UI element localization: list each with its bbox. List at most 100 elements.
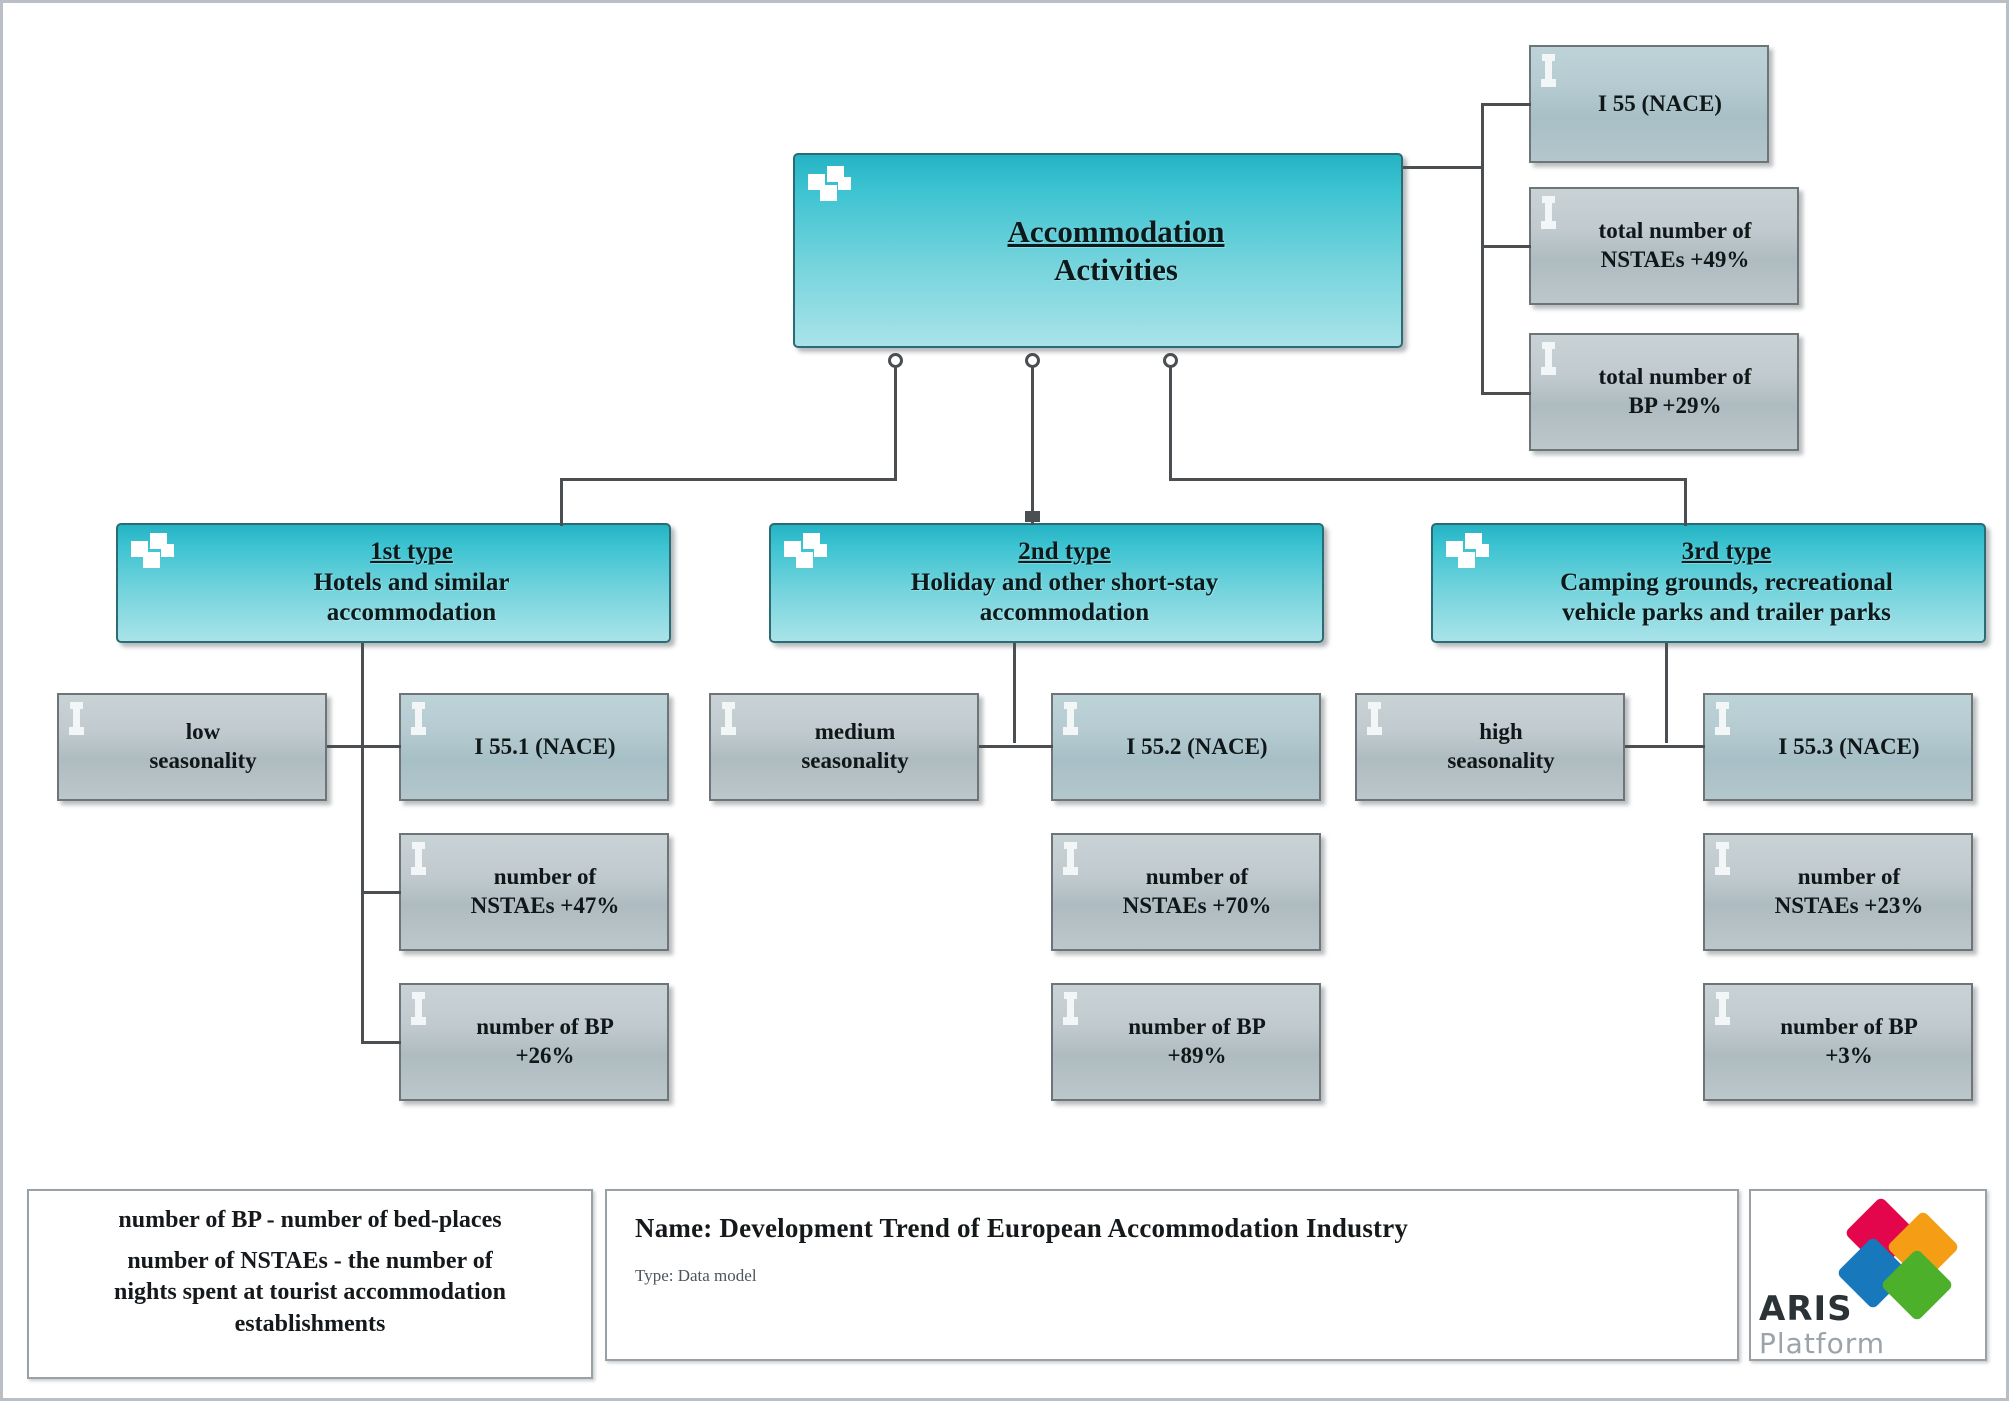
- connector-to-nstaes: [1481, 245, 1531, 248]
- connector-type2-to-nace: [979, 745, 1053, 748]
- attribute-icon: [719, 702, 739, 736]
- puzzle-icon: [130, 532, 176, 576]
- attribute-label-line2: NSTAEs +47%: [470, 893, 620, 918]
- attribute-i55-1-nace[interactable]: I 55.1 (NACE): [399, 693, 669, 801]
- aris-wordmark: ARIS: [1759, 1289, 1853, 1329]
- connector-root-to-type2-v: [1031, 365, 1034, 525]
- attribute-label: I 55.2 (NACE): [1126, 733, 1268, 759]
- attribute-label-line2: seasonality: [1447, 748, 1555, 773]
- node-1st-type[interactable]: 1st type Hotels and similar accommodatio…: [116, 523, 671, 643]
- attribute-type2-nstaes[interactable]: number of NSTAEs +70%: [1051, 833, 1321, 951]
- attribute-label: I 55.3 (NACE): [1778, 733, 1920, 759]
- attribute-icon: [1061, 702, 1081, 736]
- node-subtitle-line1: Hotels and similar: [313, 568, 510, 596]
- aris-logo-text: ARIS Platform: [1759, 1289, 1885, 1360]
- puzzle-icon: [783, 532, 829, 576]
- connector-root-to-type3-h: [1169, 478, 1686, 481]
- node-subtitle-line1: Holiday and other short-stay: [910, 568, 1219, 596]
- connector-root-right-bus: [1481, 105, 1484, 395]
- connector-type3-drop: [1684, 478, 1687, 526]
- attribute-label: I 55 (NACE): [1598, 90, 1722, 116]
- attribute-icon: [1713, 842, 1733, 876]
- legend-box: number of BP - number of bed-places numb…: [27, 1189, 593, 1379]
- attribute-icon: [409, 702, 429, 736]
- attribute-type1-nstaes[interactable]: number of NSTAEs +47%: [399, 833, 669, 951]
- connector-type1-to-nstaes: [361, 891, 401, 894]
- aris-logo-icon: [1825, 1196, 1975, 1322]
- connector-type3-bus: [1665, 643, 1668, 743]
- node-3rd-type[interactable]: 3rd type Camping grounds, recreational v…: [1431, 523, 1986, 643]
- connector-type3-to-nace: [1625, 745, 1705, 748]
- attribute-medium-seasonality[interactable]: medium seasonality: [709, 693, 979, 801]
- attribute-i55-nace[interactable]: I 55 (NACE): [1529, 45, 1769, 163]
- model-name: Name: Development Trend of European Acco…: [635, 1213, 1409, 1243]
- legend-line-nstaes-c: establishments: [234, 1310, 386, 1337]
- attribute-total-nstaes[interactable]: total number of NSTAEs +49%: [1529, 187, 1799, 305]
- attribute-high-seasonality[interactable]: high seasonality: [1355, 693, 1625, 801]
- attribute-icon: [1061, 842, 1081, 876]
- node-title: 3rd type: [1681, 538, 1772, 566]
- attribute-label-line1: number of BP: [1780, 1014, 1918, 1040]
- node-subtitle: Activities: [1054, 251, 1178, 287]
- attribute-i55-2-nace[interactable]: I 55.2 (NACE): [1051, 693, 1321, 801]
- attribute-label-line2: seasonality: [801, 748, 909, 773]
- model-type: Type: Data model: [635, 1266, 757, 1285]
- attribute-label-line2: +89%: [1167, 1043, 1227, 1068]
- attribute-icon: [1713, 992, 1733, 1026]
- attribute-label-line1: number of BP: [1128, 1014, 1266, 1040]
- attribute-type1-bp[interactable]: number of BP +26%: [399, 983, 669, 1101]
- attribute-label-line1: number of: [493, 864, 597, 890]
- attribute-label-line1: number of BP: [476, 1014, 614, 1040]
- attribute-low-seasonality[interactable]: low seasonality: [57, 693, 327, 801]
- attribute-label-line2: NSTAEs +70%: [1122, 893, 1272, 918]
- attribute-label-line2: NSTAEs +49%: [1600, 247, 1750, 272]
- connector-root-to-type3-v: [1169, 365, 1172, 480]
- legend-line-bp: number of BP - number of bed-places: [118, 1207, 502, 1233]
- attribute-type3-nstaes[interactable]: number of NSTAEs +23%: [1703, 833, 1973, 951]
- attribute-icon: [409, 842, 429, 876]
- attribute-label-line1: number of: [1145, 864, 1249, 890]
- node-title: Accommodation: [1007, 213, 1225, 249]
- connector-type1-drop: [560, 478, 563, 526]
- legend-line-nstaes-b: nights spent at tourist accommodation: [113, 1279, 506, 1306]
- attribute-icon: [409, 992, 429, 1026]
- attribute-label-line2: BP +29%: [1628, 393, 1722, 418]
- legend-line-nstaes-a: number of NSTAEs - the number of: [127, 1248, 493, 1275]
- node-accommodation-activities[interactable]: Accommodation Activities: [793, 153, 1403, 348]
- attribute-type2-bp[interactable]: number of BP +89%: [1051, 983, 1321, 1101]
- attribute-i55-3-nace[interactable]: I 55.3 (NACE): [1703, 693, 1973, 801]
- connector-type1-bus: [361, 643, 364, 1043]
- attribute-icon: [1539, 196, 1559, 230]
- attribute-icon: [67, 702, 87, 736]
- node-subtitle-line2: accommodation: [326, 599, 497, 627]
- attribute-icon: [1713, 702, 1733, 736]
- attribute-label-line1: total number of: [1598, 218, 1752, 244]
- attribute-label-line1: total number of: [1598, 364, 1752, 390]
- platform-wordmark: Platform: [1759, 1327, 1886, 1360]
- node-title: 2nd type: [1018, 538, 1111, 566]
- connector-to-i55: [1481, 103, 1531, 106]
- attribute-type3-bp[interactable]: number of BP +3%: [1703, 983, 1973, 1101]
- connector-type1-to-bp: [361, 1041, 401, 1044]
- node-title: 1st type: [370, 538, 453, 566]
- attribute-icon: [1061, 992, 1081, 1026]
- footer-panel: number of BP - number of bed-places numb…: [27, 1189, 1987, 1379]
- node-2nd-type[interactable]: 2nd type Holiday and other short-stay ac…: [769, 523, 1324, 643]
- connector-type2-bus: [1013, 643, 1016, 743]
- node-subtitle-line2: accommodation: [979, 599, 1150, 627]
- connector-root-to-type1-v: [894, 365, 897, 480]
- connector-root-right-stem: [1403, 166, 1483, 169]
- attribute-label-line2: NSTAEs +23%: [1774, 893, 1924, 918]
- attribute-label-line1: medium: [814, 719, 896, 745]
- attribute-label-line2: +26%: [515, 1043, 575, 1068]
- puzzle-icon: [807, 165, 853, 209]
- connector-type1-to-nace: [327, 745, 401, 748]
- node-subtitle-line2: vehicle parks and trailer parks: [1562, 599, 1891, 627]
- connector-to-bp: [1481, 392, 1531, 395]
- puzzle-icon: [1445, 532, 1491, 576]
- aris-logo-box: ARIS Platform: [1749, 1189, 1987, 1361]
- attribute-icon: [1365, 702, 1385, 736]
- attribute-total-bp[interactable]: total number of BP +29%: [1529, 333, 1799, 451]
- attribute-icon: [1539, 342, 1559, 376]
